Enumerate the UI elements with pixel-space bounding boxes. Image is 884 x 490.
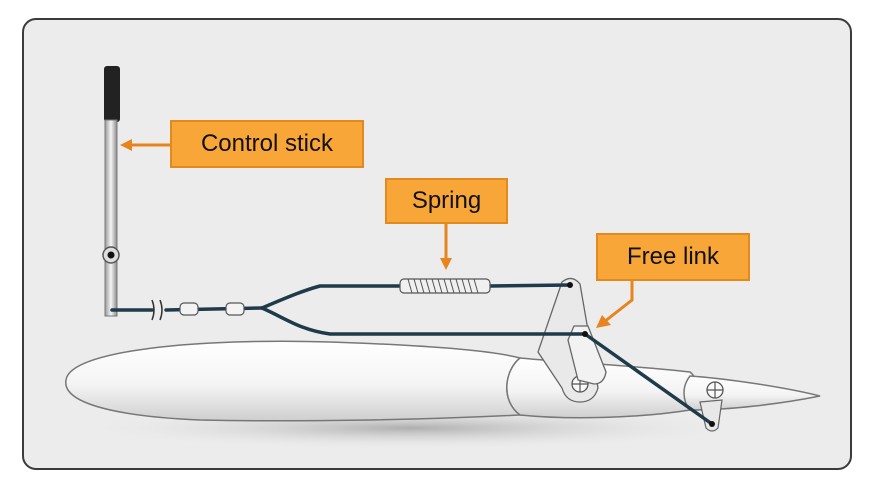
spring-coil [399,278,491,294]
free-link-callout: Free link [596,233,750,281]
turnbuckle [225,302,245,316]
airfoil-main [65,340,523,422]
servo-tab-horn [699,399,723,432]
free-link-part [567,325,607,385]
control-stick-grip [104,66,120,122]
control-stick-callout: Control stick [170,120,364,168]
control-stick-shaft [104,119,118,317]
turnbuckle [179,302,199,316]
spring-callout: Spring [385,178,508,224]
callout-arrows [120,139,634,328]
